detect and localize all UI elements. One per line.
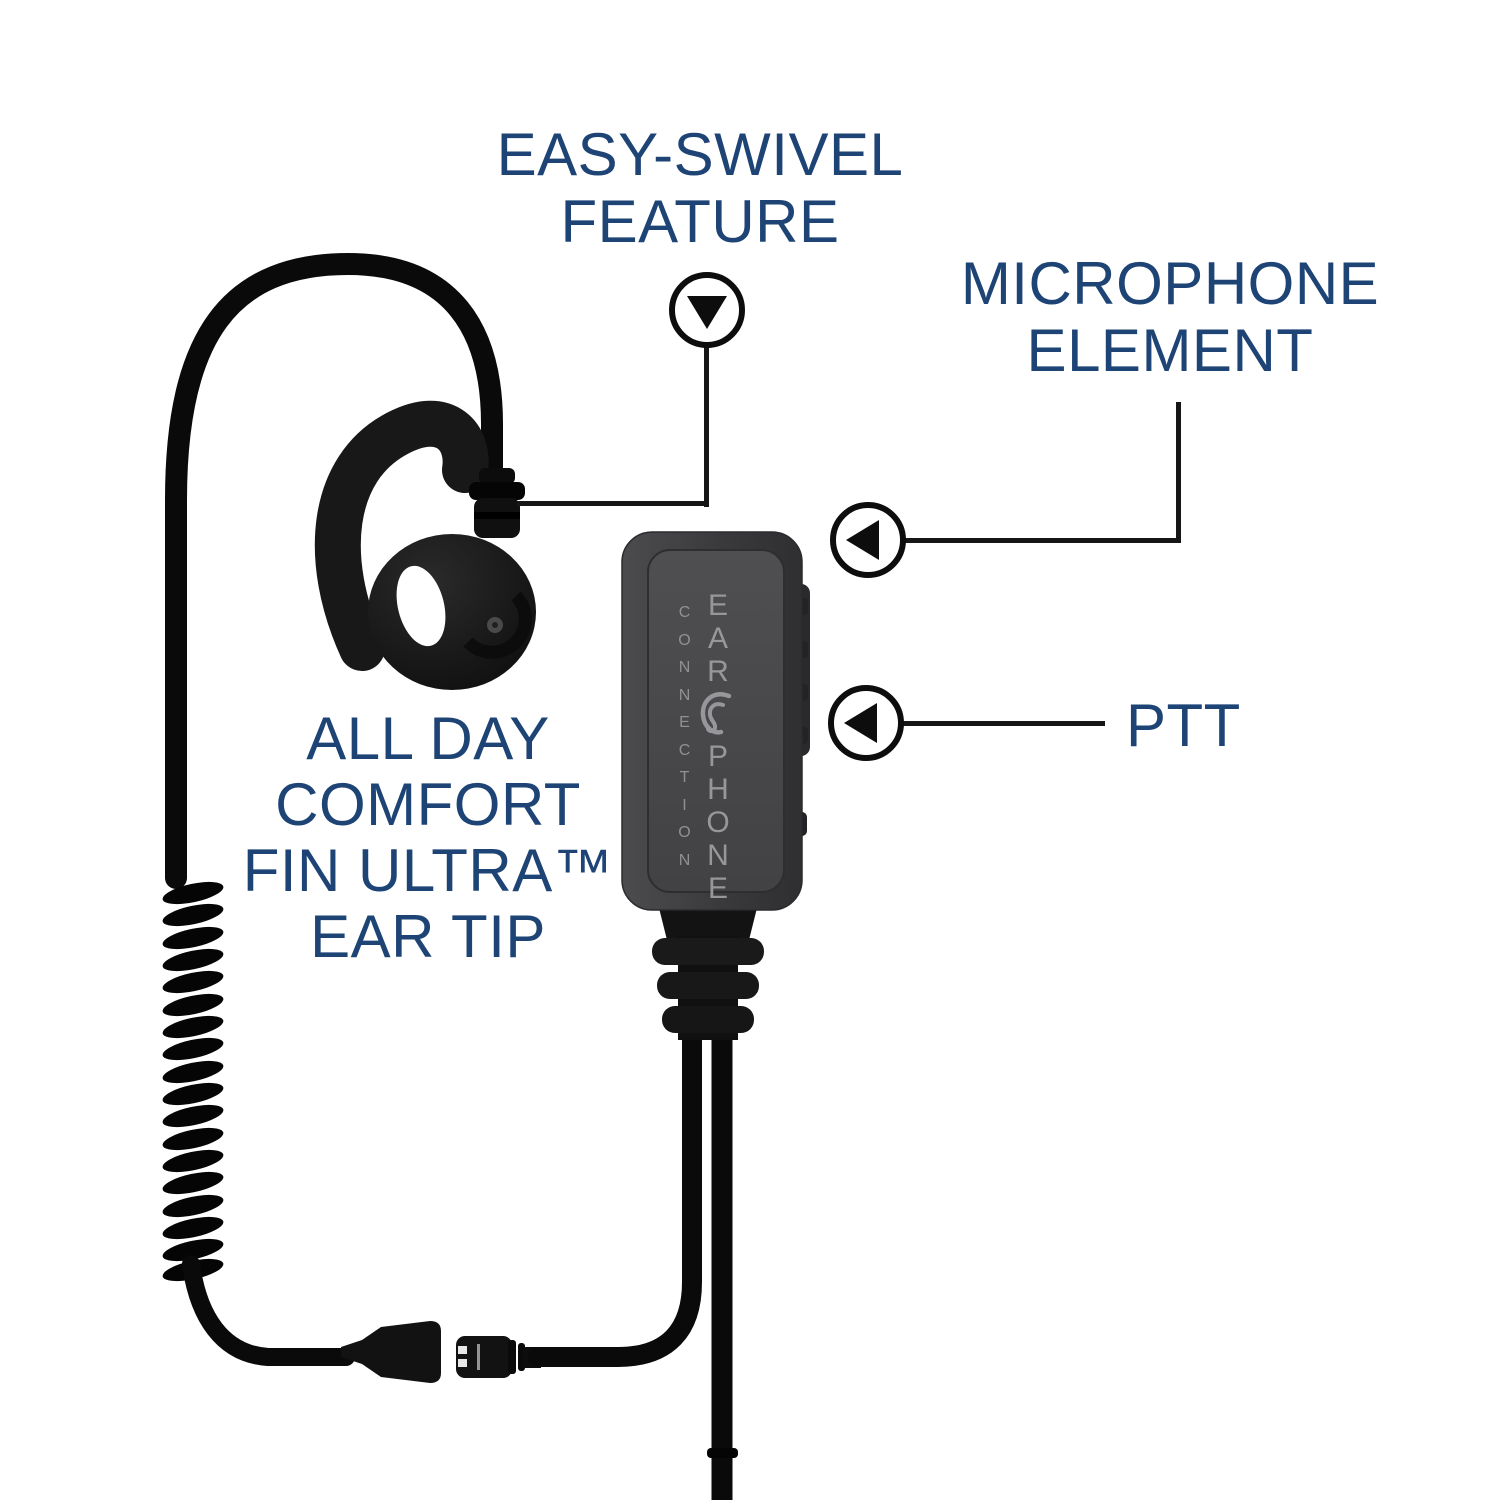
ear-tip-disc	[368, 534, 536, 690]
callout-line-easy-swivel-vertical	[704, 345, 709, 507]
acoustic-tube	[165, 252, 503, 889]
microphone-label: MICROPHONE ELEMENT	[890, 250, 1450, 384]
easy-swivel-label-line2: FEATURE	[560, 188, 840, 255]
triangle-down-icon	[687, 295, 727, 329]
callout-line-easy-swivel-horizontal	[517, 501, 709, 506]
microphone-label-line2: ELEMENT	[1026, 317, 1314, 384]
ear-logo-icon	[700, 692, 732, 735]
ptt-label-text: PTT	[1126, 692, 1241, 759]
triangle-left-icon	[843, 703, 877, 743]
cable-connector-to-mic	[528, 1024, 702, 1367]
easy-swivel-label: EASY-SWIVEL FEATURE	[375, 121, 1025, 255]
easy-swivel-label-line1: EASY-SWIVEL	[496, 121, 904, 188]
callout-line-microphone-horizontal	[903, 538, 1181, 543]
easy-swivel-marker	[669, 272, 745, 348]
ptt-marker	[828, 685, 904, 761]
ear-tip-label-line4: EAR TIP	[310, 903, 546, 970]
ear-tip-label: ALL DAY COMFORT FIN ULTRA™ EAR TIP	[178, 706, 678, 970]
coiled-cord	[162, 881, 224, 1282]
callout-line-microphone-vertical	[1176, 402, 1181, 543]
callout-line-ptt-horizontal	[901, 721, 1105, 726]
cable-joint	[707, 1448, 738, 1458]
swivel-barrel	[469, 468, 525, 538]
ear-tip	[314, 400, 536, 690]
ear-tip-label-line1: ALL DAY	[306, 705, 550, 772]
ear-tip-label-line3: FIN ULTRA™	[242, 837, 614, 904]
ear-tip-swirl	[463, 591, 532, 659]
microphone-marker	[830, 502, 906, 578]
ear-tip-fin	[314, 400, 489, 671]
microphone-label-line1: MICROPHONE	[960, 250, 1380, 317]
cord-to-connector	[182, 1255, 355, 1366]
ear-tip-hole	[396, 565, 446, 647]
triangle-left-icon	[845, 520, 879, 560]
ptt-label: PTT	[1126, 692, 1241, 759]
quick-disconnect-female	[341, 1321, 441, 1383]
strain-relief	[652, 896, 764, 1040]
ear-tip-label-line2: COMFORT	[275, 771, 581, 838]
